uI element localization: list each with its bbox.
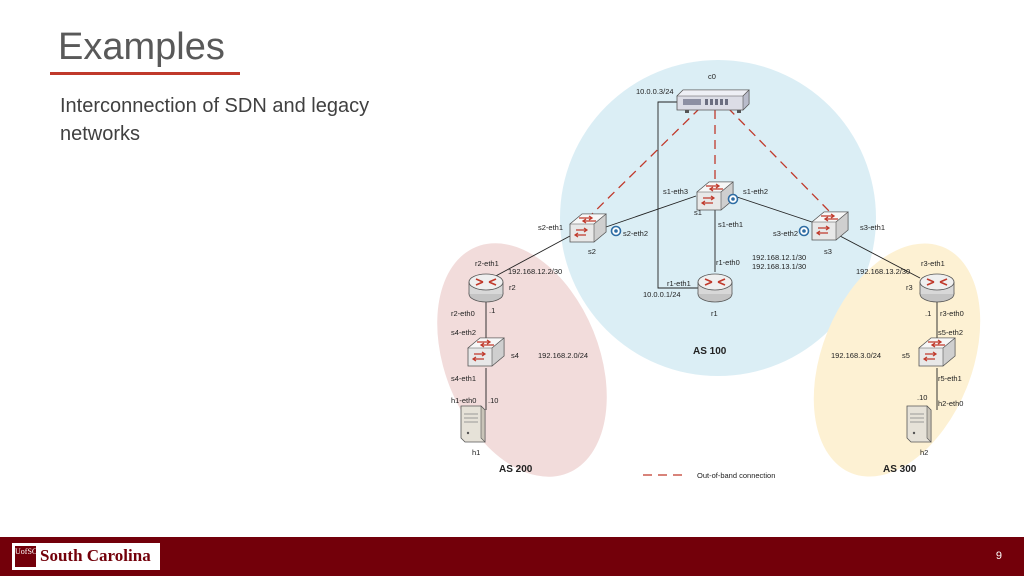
label-c0: c0 bbox=[708, 72, 716, 81]
label-r1-ip: 10.0.0.1/24 bbox=[643, 290, 681, 299]
label-r3: r3 bbox=[906, 283, 913, 292]
label-s1: s1 bbox=[694, 208, 702, 217]
label-net-12-2: 192.168.12.2/30 bbox=[508, 267, 562, 276]
label-s3-eth2: s3-eth2 bbox=[773, 229, 798, 238]
slide-subtitle: Interconnection of SDN and legacy networ… bbox=[60, 95, 370, 145]
port-icon bbox=[610, 225, 622, 237]
label-s4-eth2: s4-eth2 bbox=[451, 328, 476, 337]
host-server-icon bbox=[460, 405, 486, 443]
link-s3-r3 bbox=[839, 235, 921, 279]
slide-title: Examples bbox=[58, 26, 225, 68]
label-net-12-1: 192.168.12.1/30 bbox=[752, 253, 806, 262]
label-r2-eth0: r2-eth0 bbox=[451, 309, 475, 318]
port-icon bbox=[727, 193, 739, 205]
as100-region bbox=[560, 60, 876, 376]
link-s1-s3 bbox=[733, 195, 819, 225]
label-r3-dot1: .1 bbox=[925, 309, 931, 318]
title-underline bbox=[50, 72, 240, 75]
university-logo[interactable]: UofSC South Carolina bbox=[12, 543, 160, 570]
label-r1-eth1: r1-eth1 bbox=[667, 279, 691, 288]
label-s3: s3 bbox=[824, 247, 832, 256]
label-s2-eth2: s2-eth2 bbox=[623, 229, 648, 238]
label-net-3: 192.168.3.0/24 bbox=[831, 351, 881, 360]
label-r3-eth1: r3-eth1 bbox=[921, 259, 945, 268]
label-net-13-2: 192.168.13.2/30 bbox=[856, 267, 910, 276]
label-s1-eth1: s1-eth1 bbox=[718, 220, 743, 229]
label-s5-eth1: r5-eth1 bbox=[938, 374, 962, 383]
label-s4-eth1: s4-eth1 bbox=[451, 374, 476, 383]
label-as100: AS 100 bbox=[693, 346, 727, 357]
label-r2: r2 bbox=[509, 283, 516, 292]
label-s5: s5 bbox=[902, 351, 910, 360]
label-s2: s2 bbox=[588, 247, 596, 256]
link-s1-s2 bbox=[605, 195, 697, 228]
footer-bar: UofSC South Carolina 9 bbox=[0, 537, 1024, 576]
logo-text: South Carolina bbox=[40, 546, 151, 565]
label-net-2: 192.168.2.0/24 bbox=[538, 351, 588, 360]
label-h2-eth0: h2-eth0 bbox=[938, 399, 963, 408]
logo-mark: UofSC bbox=[15, 546, 37, 567]
port-icon bbox=[798, 225, 810, 237]
router-icon bbox=[468, 273, 504, 303]
oob-link-c0-s3 bbox=[727, 107, 831, 213]
label-as300: AS 300 bbox=[883, 464, 917, 475]
label-s2-eth1: s2-eth1 bbox=[538, 223, 563, 232]
label-r1-eth0: r1-eth0 bbox=[716, 258, 740, 267]
out-of-band-links bbox=[587, 107, 831, 219]
label-s4: s4 bbox=[511, 351, 519, 360]
host-server-icon bbox=[906, 405, 932, 443]
network-diagram: c0 10.0.0.3/24 s1-eth3 s1-eth2 s1 s1-eth… bbox=[437, 60, 981, 480]
legend-label: Out-of-band connection bbox=[697, 471, 775, 480]
link-s2-r2 bbox=[491, 235, 571, 279]
label-s5-eth2: s5-eth2 bbox=[938, 328, 963, 337]
page-number: 9 bbox=[995, 550, 1002, 562]
label-s1-eth3: s1-eth3 bbox=[663, 187, 688, 196]
label-r1: r1 bbox=[711, 309, 718, 318]
label-h1-dot10: .10 bbox=[488, 396, 498, 405]
label-c0-ip: 10.0.0.3/24 bbox=[636, 87, 674, 96]
oob-link-c0-s2 bbox=[587, 107, 701, 219]
label-r2-eth1: r2-eth1 bbox=[475, 259, 499, 268]
label-h2: h2 bbox=[920, 448, 928, 457]
label-r3-eth0: r3-eth0 bbox=[940, 309, 964, 318]
diagram-labels: c0 10.0.0.3/24 s1-eth3 s1-eth2 s1 s1-eth… bbox=[451, 72, 964, 475]
router-icon bbox=[919, 273, 955, 303]
label-net-13-1: 192.168.13.1/30 bbox=[752, 262, 806, 271]
controller-server-icon bbox=[676, 89, 750, 113]
label-h2-dot10: .10 bbox=[917, 393, 927, 402]
label-h1-eth0: h1-eth0 bbox=[451, 396, 476, 405]
label-h1: h1 bbox=[472, 448, 480, 457]
legend: Out-of-band connection bbox=[643, 471, 775, 480]
label-s1-eth2: s1-eth2 bbox=[743, 187, 768, 196]
label-r2-dot1: .1 bbox=[489, 306, 495, 315]
label-s3-eth1: s3-eth1 bbox=[860, 223, 885, 232]
label-as200: AS 200 bbox=[499, 464, 533, 475]
router-icon bbox=[697, 273, 733, 303]
